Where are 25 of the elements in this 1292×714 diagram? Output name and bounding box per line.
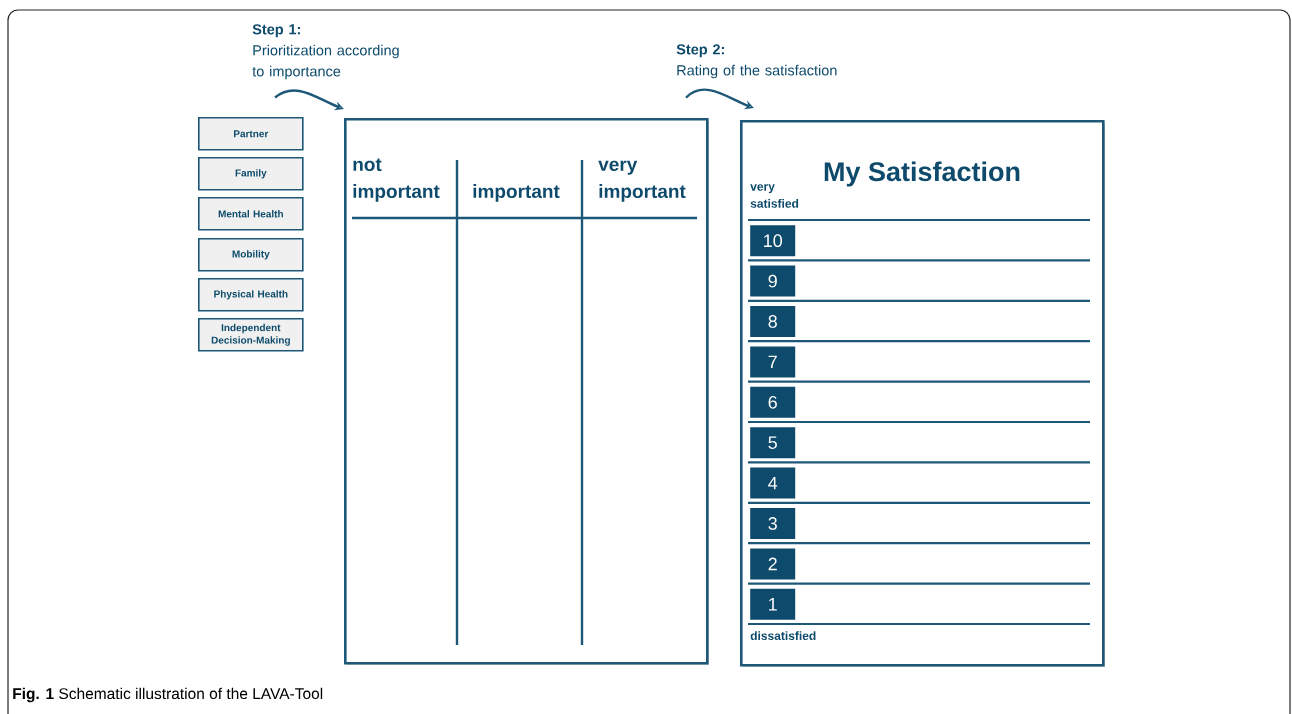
category-card: Independent Decision-Making [198, 318, 304, 352]
rating-number: 5 [750, 427, 796, 459]
category-card: Mobility [198, 238, 304, 272]
board-title: My Satisfaction [824, 161, 1020, 187]
rating-number: 3 [750, 508, 796, 539]
rating-number: 8 [750, 306, 796, 337]
column-heading: important [473, 184, 560, 202]
category-card: Physical Health [198, 278, 304, 312]
scale-end-label: dissatisfied [750, 631, 816, 640]
rating-number: 1 [750, 588, 796, 620]
rating-number: 4 [750, 467, 796, 499]
category-card: Family [198, 157, 304, 191]
rating-number: 6 [750, 386, 796, 418]
category-card: Partner [198, 117, 304, 151]
rating-number: 9 [750, 265, 796, 297]
column-heading: not important [353, 158, 440, 202]
rating-number: 10 [750, 225, 796, 257]
category-card: Mental Health [198, 197, 304, 231]
step-instruction: Step 2: Rating of the satisfaction [676, 44, 837, 79]
step-instruction: Step 1: Prioritization according to importance [252, 24, 399, 80]
column-heading: very important [598, 160, 686, 202]
scale-end-label: very satisfied [750, 184, 799, 208]
rating-number: 2 [750, 548, 796, 580]
figure-caption: Fig. 1 Schematic illustration of the LAVA-Tool [13, 687, 323, 703]
rating-number: 7 [750, 346, 796, 378]
